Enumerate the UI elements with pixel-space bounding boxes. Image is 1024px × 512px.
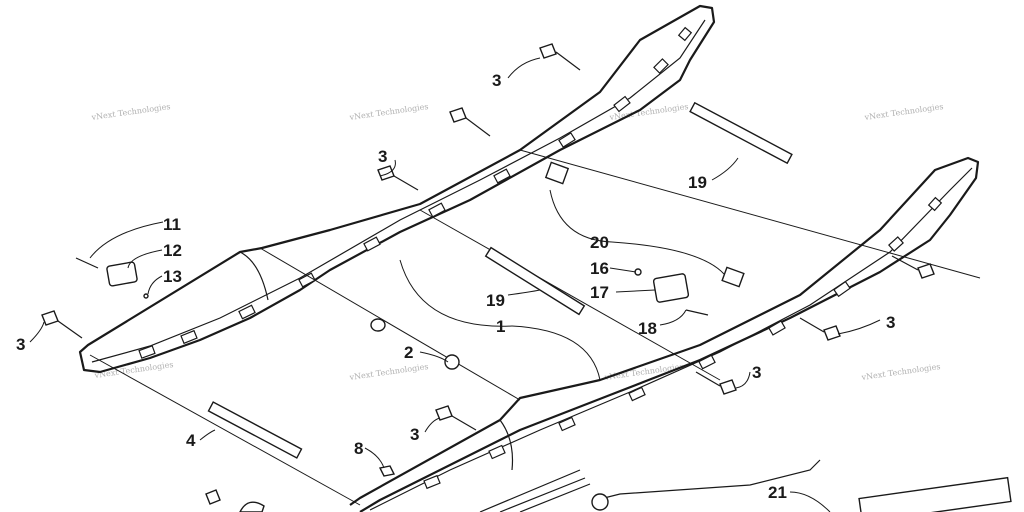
bracket-right	[652, 273, 690, 303]
watermark-text: vNext Technologies	[863, 102, 944, 122]
callout-3: 3	[886, 313, 895, 332]
watermark-text: vNext Technologies	[860, 362, 941, 382]
callout-3: 3	[492, 71, 501, 90]
callout-16: 16	[590, 259, 609, 278]
callout-2: 2	[404, 343, 413, 362]
callout-3: 3	[410, 425, 419, 444]
callout-19: 19	[688, 173, 707, 192]
cross-rod-middle	[484, 246, 586, 316]
bolt-bottom	[205, 489, 221, 505]
left-slide-rail	[78, 4, 716, 374]
bolt-icon	[799, 317, 841, 341]
bolt-icon	[377, 165, 419, 191]
watermark-text: vNext Technologies	[348, 102, 429, 122]
callout-3: 3	[752, 363, 761, 382]
bottom-assembly	[858, 476, 1012, 512]
callout-18: 18	[638, 319, 657, 338]
callout-4: 4	[186, 431, 196, 450]
callout-19: 19	[486, 291, 505, 310]
nut	[378, 465, 396, 477]
cross-shafts	[89, 101, 981, 506]
watermark-text: vNext Technologies	[90, 102, 171, 122]
bolt-icon	[449, 107, 491, 137]
bracket-left	[106, 261, 138, 287]
bushing-upper	[544, 161, 570, 185]
bushing-lower	[721, 266, 745, 288]
callout-8: 8	[354, 439, 363, 458]
callout-1: 1	[496, 317, 505, 336]
watermarks: vNext Technologies vNext Technologies vN…	[90, 102, 944, 382]
washer	[370, 318, 386, 332]
cap-bottom	[239, 501, 265, 512]
callout-11: 11	[163, 215, 181, 234]
callout-20: 20	[590, 233, 609, 252]
bolt-icon	[41, 310, 83, 339]
callout-17: 17	[590, 283, 609, 302]
bolt-icon	[539, 43, 581, 71]
spacer	[444, 354, 460, 370]
callout-3: 3	[16, 335, 25, 354]
left-rail-windows	[138, 26, 693, 359]
watermark-text: vNext Technologies	[348, 362, 429, 382]
bolt-icon	[695, 371, 737, 395]
front-axle-shaft	[207, 401, 303, 459]
leader-lines	[29, 57, 881, 512]
callouts: 3 3 3 3 3 3 3 1 2 4 8 11 12 13 16 17 18 …	[16, 71, 895, 502]
right-slide-rail	[349, 156, 980, 512]
torsion-rod	[595, 459, 821, 501]
small-parts	[75, 161, 1012, 512]
bolt-icon	[435, 405, 477, 431]
callout-12: 12	[163, 241, 182, 260]
callout-3: 3	[378, 147, 387, 166]
bolts	[41, 43, 935, 431]
right-rail-windows	[423, 196, 943, 490]
callout-13: 13	[163, 267, 182, 286]
cross-rod-upper	[689, 101, 793, 165]
bolt-icon	[891, 255, 935, 279]
callout-21: 21	[768, 483, 787, 502]
